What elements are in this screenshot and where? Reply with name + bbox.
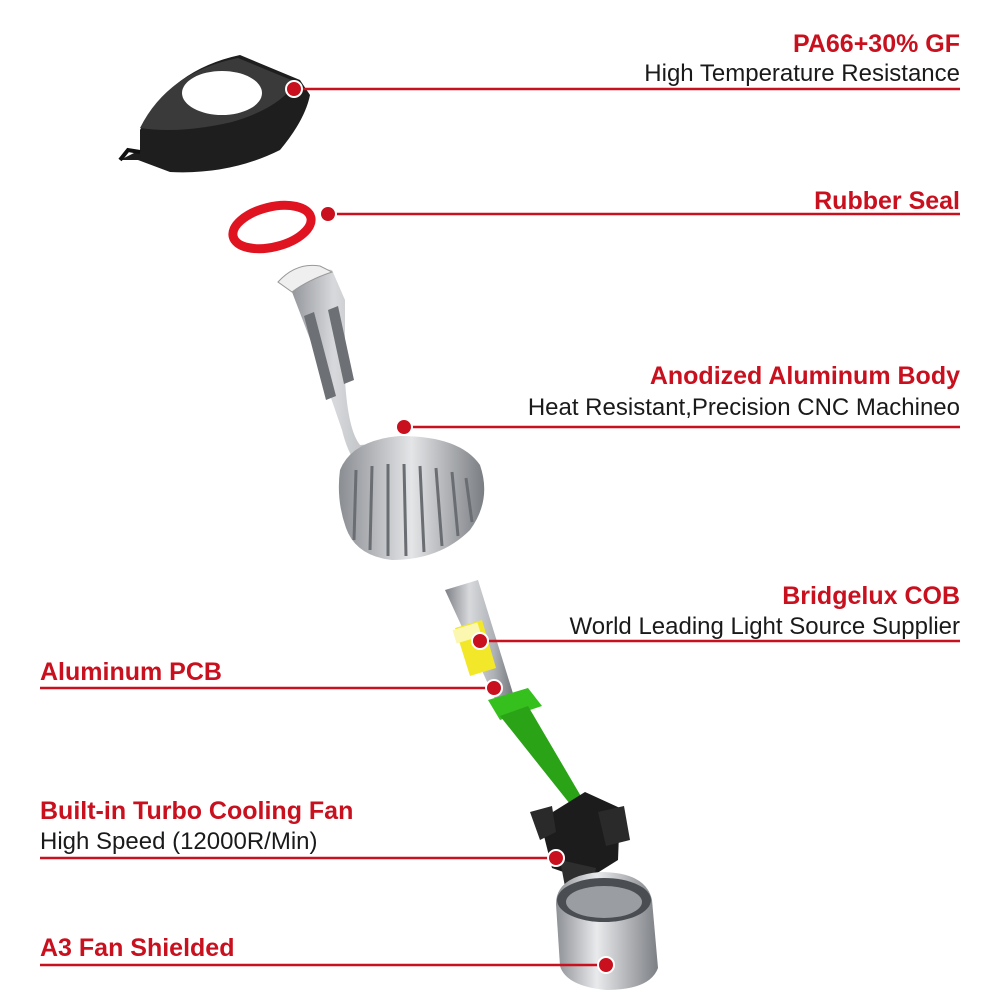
fan-shield-icon (556, 872, 658, 990)
aluminum-pcb-title: Aluminum PCB (40, 658, 222, 686)
aluminum-body-subtitle: Heat Resistant,Precision CNC Machineo (527, 394, 960, 421)
o-ring-icon (228, 200, 316, 254)
leader-dot-icon (485, 679, 503, 697)
leader-dot-icon (285, 80, 303, 98)
bridgelux-title: Bridgelux COB (782, 582, 960, 610)
pa66-title: PA66+30% GF (793, 30, 960, 58)
turbo-fan-title: Built-in Turbo Cooling Fan (40, 797, 354, 825)
rubber-seal-title: Rubber Seal (814, 187, 960, 215)
leader-dots (285, 80, 615, 974)
bridgelux-subtitle: World Leading Light Source Supplier (569, 613, 960, 640)
leader-dot-icon (597, 956, 615, 974)
aluminum-body-title: Anodized Aluminum Body (649, 362, 960, 390)
leader-dot-icon (547, 849, 565, 867)
leader-lines (40, 87, 960, 967)
leader-dot-icon (471, 632, 489, 650)
leader-dot-icon (319, 205, 337, 223)
turbo-fan-icon (488, 688, 630, 900)
pa66-subtitle: High Temperature Resistance (644, 60, 960, 87)
heatsink-body-icon (277, 264, 485, 560)
turbo-fan-subtitle: High Speed (12000R/Min) (40, 828, 318, 855)
leader-dot-icon (395, 418, 413, 436)
fan-shield-title: A3 Fan Shielded (40, 934, 235, 962)
bulb-adapter-icon (118, 55, 310, 173)
